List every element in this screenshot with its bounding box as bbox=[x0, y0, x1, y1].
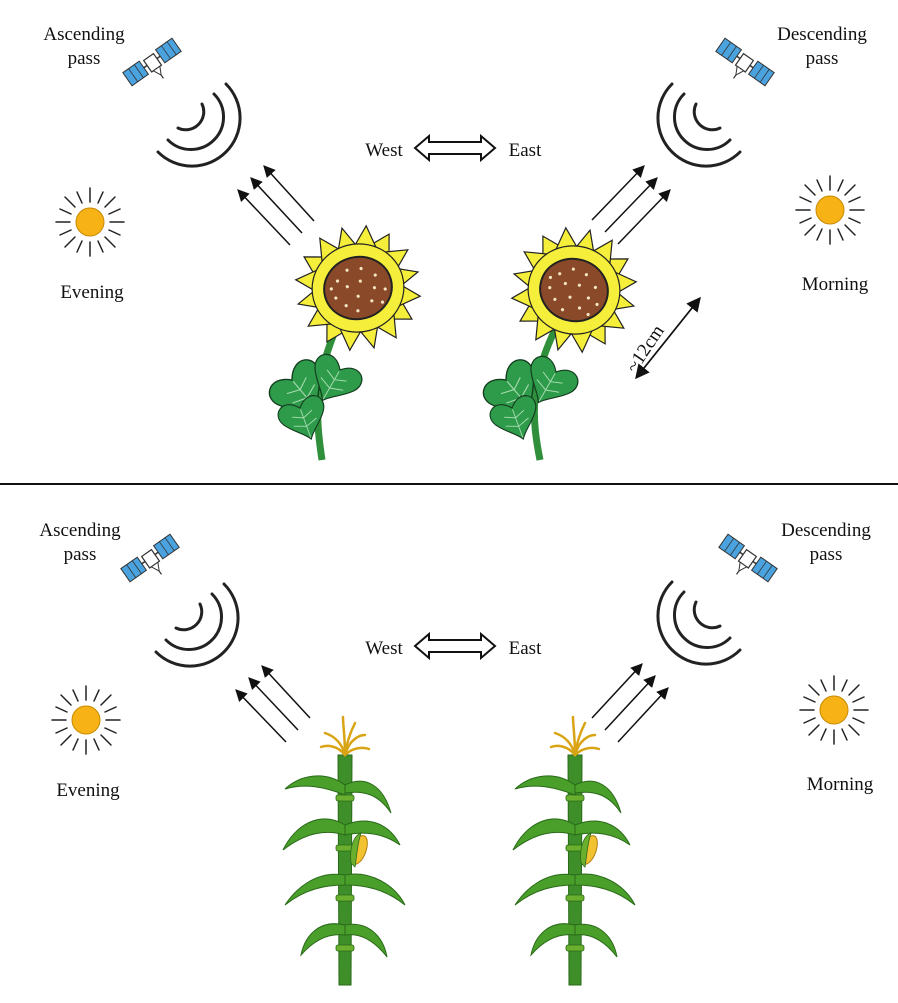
evening-label: Evening bbox=[60, 282, 124, 303]
radar-beams-ascending bbox=[237, 165, 315, 246]
descending-label-line2-bottom: pass bbox=[810, 544, 843, 565]
descending-label-line1-bottom: Descending bbox=[781, 520, 871, 541]
radar-beams-ascending-bottom bbox=[235, 665, 311, 743]
ascending-label-line1: Ascending bbox=[43, 24, 125, 45]
signal-waves-icon-ascending bbox=[156, 82, 242, 168]
evening-label-bottom: Evening bbox=[56, 780, 120, 801]
size-label: ~12cm bbox=[622, 321, 669, 376]
ascending-label-line1-bottom: Ascending bbox=[39, 520, 121, 541]
morning-label: Morning bbox=[802, 274, 869, 295]
morning-label-bottom: Morning bbox=[807, 774, 874, 795]
east-label-bottom: East bbox=[509, 638, 542, 659]
sun-icon-morning bbox=[795, 175, 865, 245]
west-east-arrow-icon-bottom bbox=[414, 633, 496, 659]
ascending-label-line2-bottom: pass bbox=[64, 544, 97, 565]
ascending-label-line2: pass bbox=[68, 48, 101, 69]
sunflower-west bbox=[263, 211, 435, 461]
sun-icon-evening bbox=[55, 187, 125, 257]
signal-waves-icon-descending bbox=[656, 82, 742, 168]
top-panel: Ascending pass Evening West East Descend… bbox=[43, 24, 869, 461]
size-arrow bbox=[635, 296, 701, 380]
sun-icon-evening-bottom bbox=[51, 685, 121, 755]
radar-beams-descending bbox=[591, 165, 671, 245]
corn-plant-east bbox=[511, 715, 637, 987]
signal-waves-icon-ascending-bottom bbox=[154, 582, 240, 668]
sun-icon-morning-bottom bbox=[799, 675, 869, 745]
radar-beams-descending-bottom bbox=[591, 663, 669, 743]
east-label: East bbox=[509, 140, 542, 161]
bottom-panel: Ascending pass Evening West East Descend… bbox=[39, 520, 874, 987]
satellite-icon-ascending bbox=[122, 37, 189, 97]
satellite-icon-descending bbox=[708, 37, 775, 97]
signal-waves-icon-descending-bottom bbox=[656, 580, 742, 666]
corn-plant-west bbox=[281, 715, 407, 987]
satellite-icon-descending-bottom bbox=[711, 533, 778, 593]
descending-label-line1: Descending bbox=[777, 24, 867, 45]
descending-label-line2: pass bbox=[806, 48, 839, 69]
sunflower-east bbox=[477, 213, 651, 461]
west-east-arrow-icon bbox=[414, 135, 496, 161]
satellite-icon-ascending-bottom bbox=[120, 533, 187, 593]
west-label-bottom: West bbox=[365, 638, 403, 659]
west-label: West bbox=[365, 140, 403, 161]
